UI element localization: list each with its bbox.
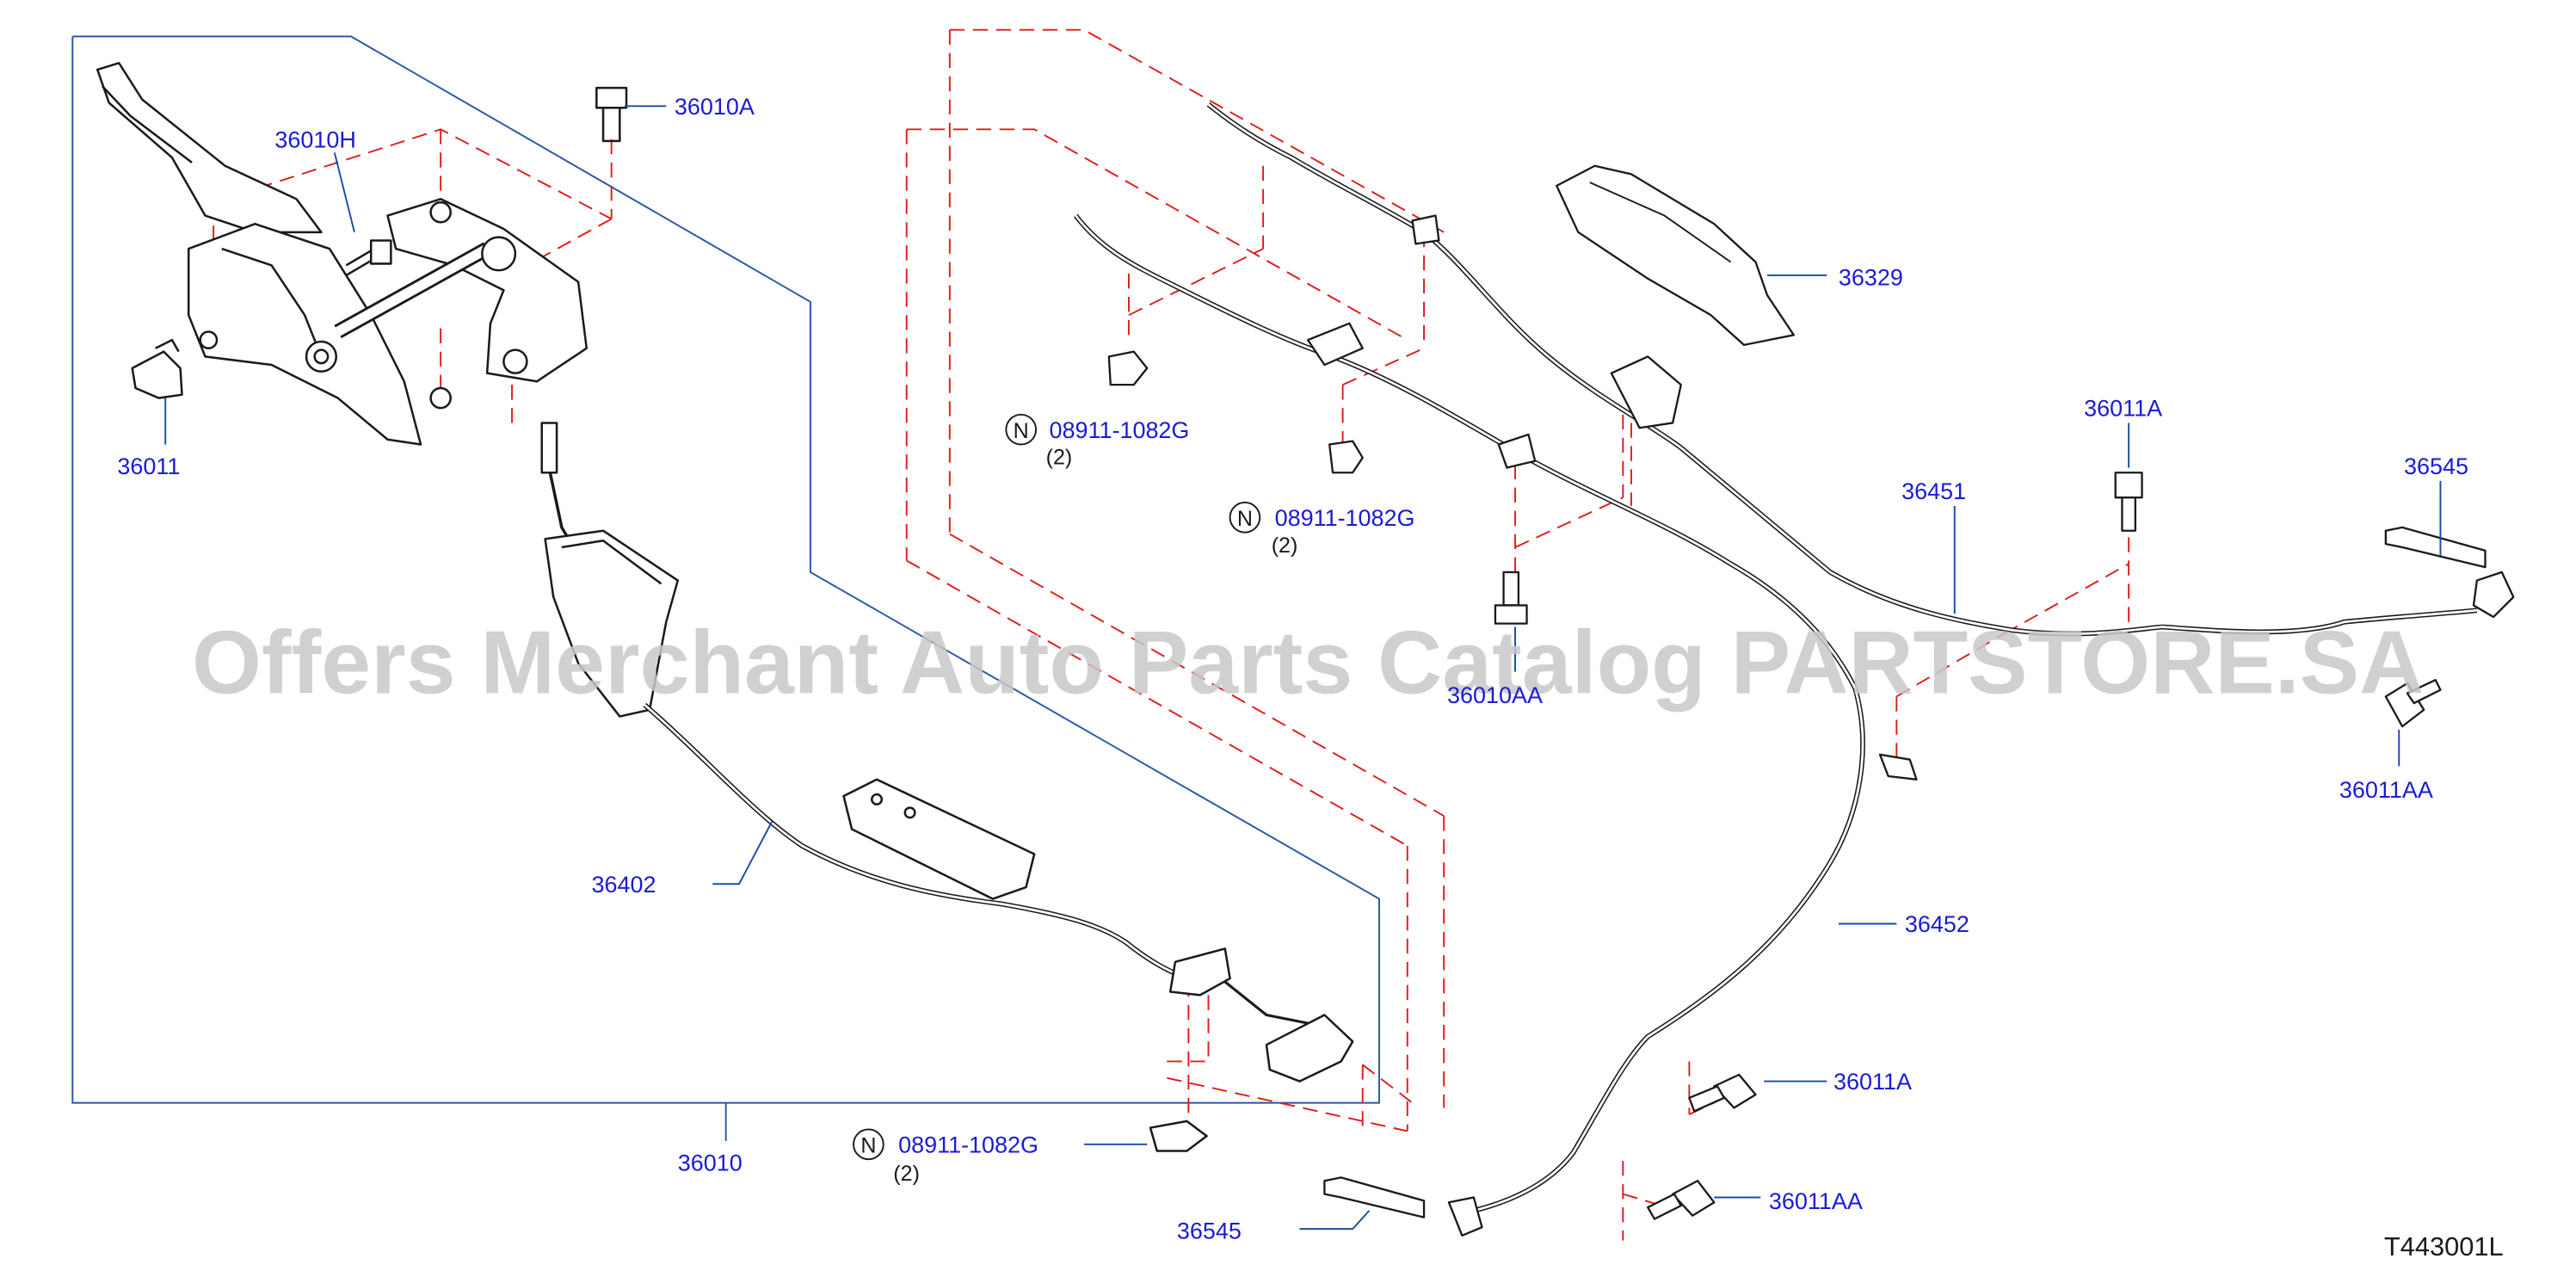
label-08911-1082G-c: 08911-1082G xyxy=(898,1132,1038,1157)
svg-text:N: N xyxy=(1014,419,1029,443)
label-08911-1082G-b: 08911-1082G xyxy=(1275,505,1415,531)
assembly-frame-36010 xyxy=(71,35,1380,1141)
qty-b: (2) xyxy=(1272,534,1298,558)
label-36011AA-bottom: 36011AA xyxy=(1769,1188,1863,1214)
watermark-text: Offers Merchant Auto Parts Catalog PARTS… xyxy=(192,614,2424,713)
front-cable-drawing xyxy=(1073,102,2515,1237)
svg-text:N: N xyxy=(860,1133,876,1157)
label-36545-top: 36545 xyxy=(2404,453,2468,479)
qty-c: (2) xyxy=(893,1162,920,1186)
label-36329: 36329 xyxy=(1839,264,1903,290)
part-labels: 36010A 36010H 36011 36329 36011A 36545 3… xyxy=(117,94,2468,1244)
svg-text:N: N xyxy=(1237,507,1253,531)
label-36011A-top: 36011A xyxy=(2084,396,2162,422)
label-36011: 36011 xyxy=(117,453,180,479)
n-circle-icon: N xyxy=(1005,413,1038,446)
label-36402: 36402 xyxy=(592,872,656,898)
diagram-code: T443001L xyxy=(2384,1231,2504,1262)
label-36010AA: 36010AA xyxy=(1447,682,1543,708)
quantity-notes: (2) (2) (2) xyxy=(893,446,1297,1187)
label-leaders xyxy=(164,105,2442,1231)
label-36011A-bottom: 36011A xyxy=(1833,1069,1912,1095)
label-36545-bottom: 36545 xyxy=(1177,1218,1242,1244)
lever-assembly-drawing xyxy=(96,61,1354,1152)
label-36010A: 36010A xyxy=(675,94,755,120)
qty-a: (2) xyxy=(1046,446,1073,470)
label-36451: 36451 xyxy=(1901,478,1966,504)
label-36011AA-right: 36011AA xyxy=(2339,777,2433,803)
label-36452: 36452 xyxy=(1905,911,1969,937)
dashed-panel-front-cable xyxy=(905,28,1632,1132)
n-symbols: N N N xyxy=(853,413,1261,1161)
n-circle-icon: N xyxy=(853,1128,884,1161)
n-circle-icon: N xyxy=(1229,502,1261,534)
label-08911-1082G-a: 08911-1082G xyxy=(1049,417,1189,443)
label-36010: 36010 xyxy=(678,1151,743,1176)
label-36010H: 36010H xyxy=(274,127,355,153)
